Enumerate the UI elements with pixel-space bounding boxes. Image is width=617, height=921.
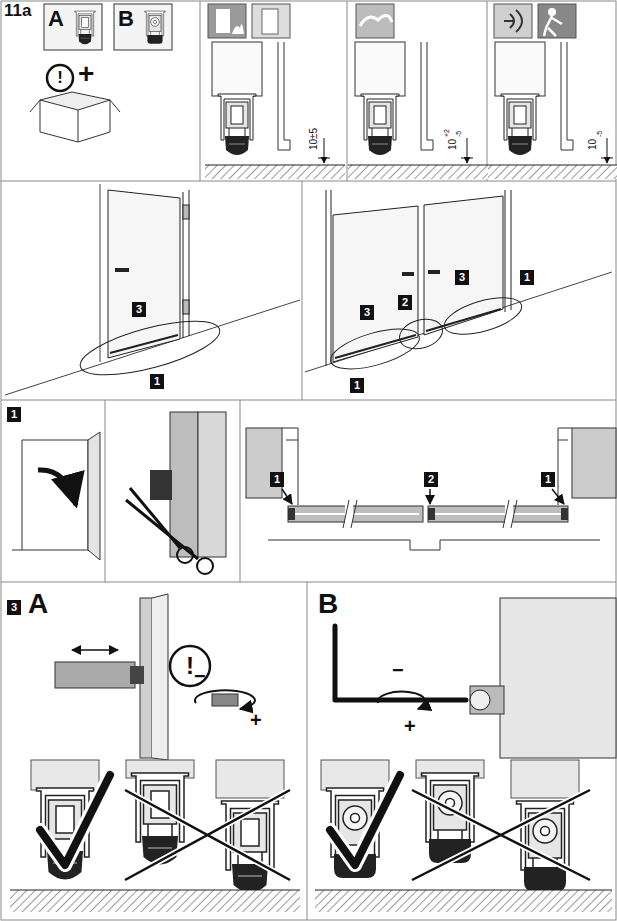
variant-letter: B [318, 590, 338, 618]
callout-number: 1 [520, 270, 534, 285]
callout-number: 1 [541, 472, 555, 487]
callout-number: 3 [455, 270, 469, 285]
minus-sign: − [392, 660, 404, 680]
tolerance: -5 [455, 131, 462, 137]
dimension: 10 [588, 139, 598, 150]
dimension: 10±5 [309, 128, 319, 150]
minus-sign: − [194, 666, 206, 686]
plus-sign: + [250, 710, 262, 730]
callout-number: 2 [424, 472, 438, 487]
variant-letter: A [28, 590, 48, 618]
callout-text: 3 [7, 602, 21, 613]
dimension: 10 [448, 139, 458, 150]
callout-text: 2 [398, 297, 412, 308]
callout-text: 1 [270, 474, 284, 485]
callout-text: 1 [541, 474, 555, 485]
callout-number: 3 [7, 600, 21, 615]
plus-sign: + [404, 716, 416, 736]
callout-text: 1 [350, 380, 364, 391]
variant-letter: A [48, 8, 64, 30]
plus-sign: + [78, 60, 94, 88]
callout-text: 1 [7, 409, 21, 420]
callout-number: 3 [132, 302, 146, 317]
tolerance: -5 [596, 131, 603, 137]
warning-mark: ! [54, 69, 66, 86]
callout-number: 3 [360, 305, 374, 320]
callout-number: 1 [150, 374, 164, 389]
callout-number: 1 [270, 472, 284, 487]
callout-text: 3 [455, 272, 469, 283]
callout-text: 1 [520, 272, 534, 283]
callout-number: 1 [7, 407, 21, 422]
callout-text: 1 [150, 376, 164, 387]
callout-text: 3 [132, 304, 146, 315]
tolerance: +2 [443, 129, 450, 137]
callout-text: 3 [360, 307, 374, 318]
callout-number: 2 [398, 295, 412, 310]
variant-letter: B [118, 8, 134, 30]
callout-text: 2 [424, 474, 438, 485]
callout-number: 1 [350, 378, 364, 393]
figure-number: 11a [4, 2, 31, 19]
